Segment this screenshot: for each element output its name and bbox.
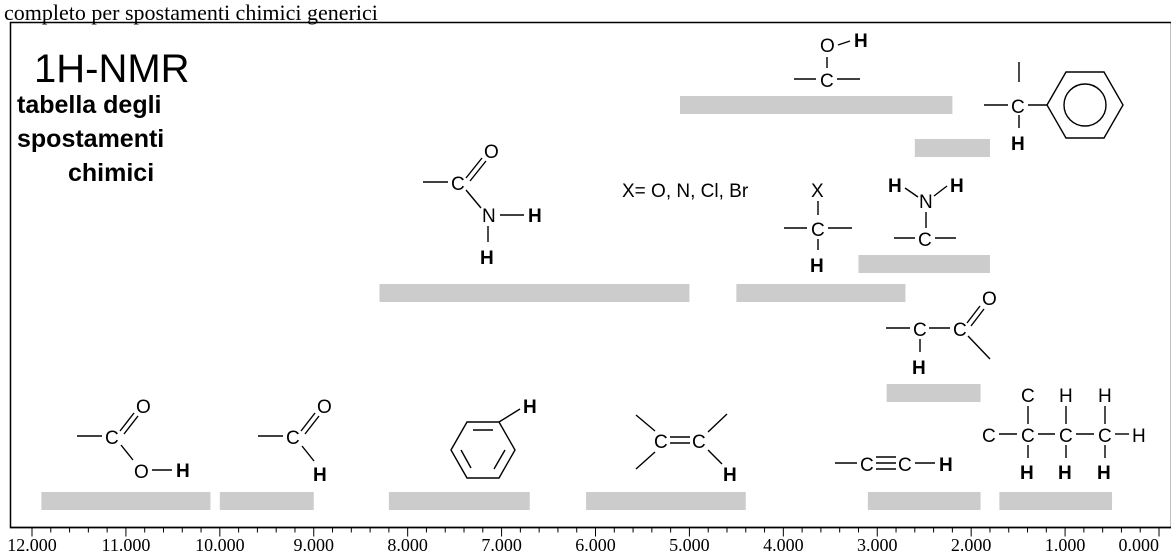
svg-text:X: X: [811, 181, 824, 202]
svg-text:C: C: [860, 455, 874, 476]
svg-text:H: H: [939, 455, 953, 476]
bar-alcohol-o-h: [680, 96, 953, 114]
svg-text:C: C: [1021, 426, 1035, 447]
svg-text:O: O: [136, 397, 151, 418]
svg-text:H: H: [528, 206, 542, 227]
svg-text:C: C: [982, 426, 996, 447]
alkene-structure: C C H: [635, 413, 737, 486]
x-tick-label: 11.000: [101, 535, 150, 555]
x-tick-label: 3.000: [857, 535, 898, 555]
svg-text:H: H: [1058, 463, 1072, 484]
bar-aldehyde-c-h: [219, 492, 314, 510]
x-tick-label: 12.000: [7, 535, 57, 555]
svg-text:O: O: [820, 36, 835, 57]
svg-text:H: H: [810, 256, 824, 277]
bar-alpha-carbonyl-c-h: [886, 384, 981, 402]
x-tick-label: 6.000: [575, 535, 616, 555]
svg-text:C: C: [898, 455, 912, 476]
heteroatom-ch-structure: X C H: [784, 181, 852, 277]
benzylic-structure: C H: [984, 62, 1124, 155]
x-axis: 12.000 11.000 10.000 9.000 8.000 7.000 6.000 5.…: [7, 526, 1171, 555]
svg-text:C: C: [953, 320, 967, 341]
x-tick-label: 0.000: [1119, 535, 1160, 555]
svg-text:C: C: [811, 220, 825, 241]
x-tick-label: 7.000: [481, 535, 522, 555]
svg-text:C: C: [692, 432, 706, 453]
svg-text:C: C: [918, 230, 932, 251]
heteroatom-note: X= O, N, Cl, Br: [622, 181, 749, 202]
bar-alkyne-c-h: [867, 492, 981, 510]
carboxylic-acid-structure: C O O H: [77, 397, 190, 483]
alpha-carbonyl-structure: C C O H: [886, 289, 997, 379]
aromatic-structure: H: [450, 397, 537, 479]
svg-text:C: C: [1021, 386, 1035, 407]
svg-text:O: O: [317, 397, 332, 418]
svg-text:H: H: [480, 248, 494, 269]
svg-text:H: H: [523, 397, 537, 418]
page-caption: completo per spostamenti chimici generic…: [4, 0, 378, 25]
x-tick-label: 8.000: [387, 535, 428, 555]
svg-text:N: N: [482, 206, 496, 227]
bar-alkene-c-h: [586, 492, 746, 510]
svg-text:H: H: [723, 465, 737, 486]
svg-text:O: O: [484, 142, 499, 163]
svg-text:N: N: [919, 192, 933, 213]
alkyne-structure: C C H: [835, 455, 953, 476]
svg-text:H: H: [313, 465, 327, 486]
bar-amine-n-h: [858, 255, 990, 273]
svg-text:C: C: [451, 174, 465, 195]
svg-text:O: O: [982, 289, 997, 310]
amine-structure: H N H C: [888, 176, 964, 251]
svg-text:C: C: [1011, 97, 1025, 118]
svg-text:C: C: [913, 320, 927, 341]
svg-text:C: C: [286, 428, 300, 449]
svg-text:H: H: [854, 31, 868, 52]
chart-title: 1H-NMR: [34, 47, 190, 91]
bar-aromatic-c-h: [388, 492, 530, 510]
bar-amide-n-h: [379, 284, 690, 302]
x-tick-label: 10.000: [195, 535, 245, 555]
aldehyde-structure: C O H: [258, 397, 332, 486]
svg-text:C: C: [1059, 426, 1073, 447]
svg-text:H: H: [1020, 463, 1034, 484]
svg-text:C: C: [820, 71, 834, 92]
svg-text:H: H: [176, 461, 190, 482]
alkyl-structure: C H H C C C C H H H H: [982, 386, 1146, 484]
svg-text:H: H: [1097, 463, 1111, 484]
amide-structure: C O N H H: [423, 142, 542, 269]
svg-text:H: H: [1098, 386, 1112, 407]
x-tick-label: 2.000: [951, 535, 992, 555]
chart-subtitle-line-3: chimici: [68, 159, 154, 187]
svg-text:H: H: [1132, 426, 1146, 447]
x-tick-label: 4.000: [763, 535, 804, 555]
chart-frame: [9, 21, 1171, 529]
svg-text:O: O: [134, 462, 149, 483]
alcohol-structure: O H C: [794, 31, 868, 92]
bar-alkyl-c-h: [999, 492, 1113, 510]
svg-text:C: C: [1098, 426, 1112, 447]
chart-subtitle-line-1: tabella degli: [17, 91, 161, 119]
svg-text:C: C: [105, 428, 119, 449]
x-tick-label: 5.000: [669, 535, 710, 555]
bar-h-c-x: [736, 284, 906, 302]
svg-text:H: H: [888, 176, 902, 197]
bars-layer: [41, 96, 1113, 510]
svg-text:H: H: [1011, 134, 1025, 155]
svg-text:H: H: [912, 358, 926, 379]
x-tick-label: 9.000: [294, 535, 335, 555]
svg-text:C: C: [654, 432, 668, 453]
svg-text:H: H: [1059, 386, 1073, 407]
svg-text:H: H: [950, 176, 964, 197]
bar-benzylic-c-h: [914, 139, 990, 157]
bar-carboxylic-acid-o-h: [41, 492, 211, 510]
x-tick-label: 1.000: [1045, 535, 1086, 555]
chart-subtitle-line-2: spostamenti: [17, 125, 164, 153]
